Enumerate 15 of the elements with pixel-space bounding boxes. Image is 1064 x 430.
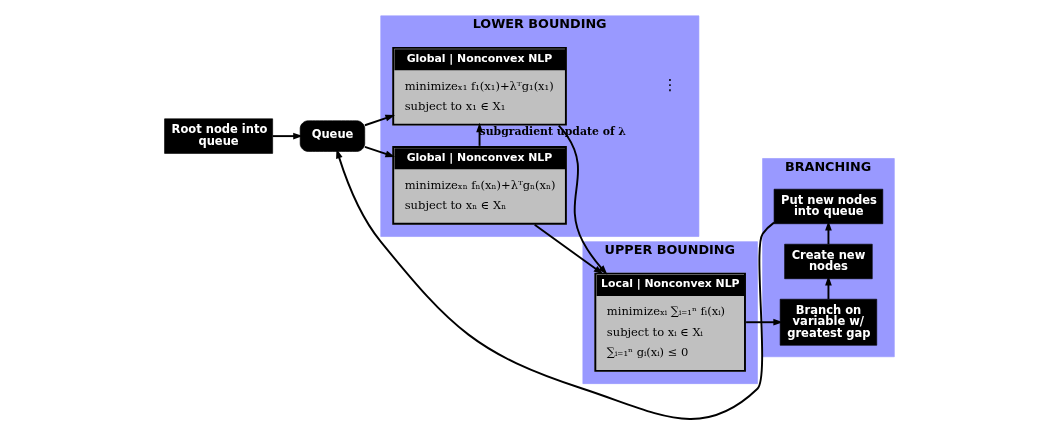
arrow <box>271 132 303 140</box>
arrow <box>363 145 395 158</box>
arrow <box>745 318 783 326</box>
node-box: Create new nodes <box>784 243 873 280</box>
arrow <box>825 220 832 246</box>
arrow <box>533 223 604 275</box>
node-box: Root node into queue <box>164 118 273 154</box>
arrow <box>825 275 832 300</box>
arrow <box>476 122 483 147</box>
label: ⋮ <box>662 76 678 95</box>
node-box: Put new nodes into queue <box>773 188 884 225</box>
node-box: Queue <box>299 120 366 152</box>
node-box: Branch on variable w/ greatest gap <box>779 298 878 346</box>
arrow <box>557 124 608 275</box>
arrow <box>363 114 395 127</box>
